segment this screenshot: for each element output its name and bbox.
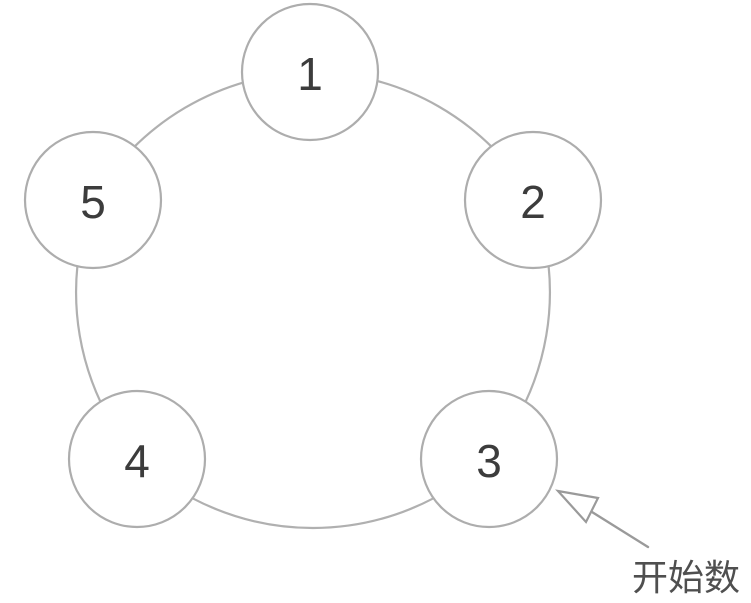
node-1[interactable]: 1 [240, 2, 380, 142]
node-3[interactable]: 3 [419, 389, 559, 529]
node-4-label: 4 [124, 435, 150, 487]
node-5-label: 5 [80, 176, 106, 228]
node-5-circle[interactable] [23, 130, 163, 270]
node-3-circle[interactable] [419, 389, 559, 529]
arrowhead-icon [555, 489, 600, 524]
node-3-label: 3 [476, 435, 502, 487]
start-count-annotation-label: 开始数 [632, 558, 740, 599]
node-4[interactable]: 4 [67, 389, 207, 529]
node-2-circle[interactable] [463, 130, 603, 270]
node-1-label: 1 [297, 48, 323, 100]
node-4-circle[interactable] [67, 389, 207, 529]
start-pointer-annotation [555, 489, 650, 549]
node-group: 1 2 3 4 5 [23, 2, 603, 529]
node-5[interactable]: 5 [23, 130, 163, 270]
node-1-circle[interactable] [240, 2, 380, 142]
pointer-shaft [590, 510, 650, 549]
node-2[interactable]: 2 [463, 130, 603, 270]
node-2-label: 2 [520, 176, 546, 228]
